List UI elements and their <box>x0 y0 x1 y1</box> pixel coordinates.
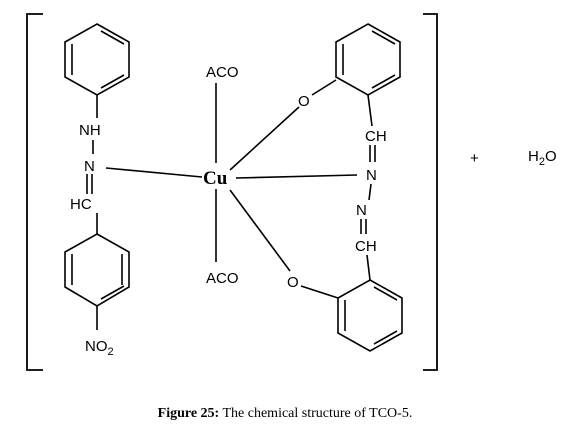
bond-ch-ring-bottom <box>366 254 371 281</box>
nitrophenyl-ring <box>64 233 130 307</box>
bond-cu-o-top <box>229 106 300 171</box>
phenol-ring-top <box>335 23 401 96</box>
copper-atom: Cu <box>203 168 228 189</box>
n-label-left: N <box>84 158 95 175</box>
bond-ring-ch-top <box>367 94 373 127</box>
bond-n-cu <box>105 167 203 178</box>
bond-o-ring-top <box>311 79 337 96</box>
aco-label-top: ACO <box>206 64 239 81</box>
aco-label-bottom: ACO <box>206 270 239 287</box>
phenol-ring-bottom <box>337 279 403 352</box>
nh-label: NH <box>79 122 101 139</box>
figure-caption: Figure 25: The chemical structure of TCO… <box>0 406 570 422</box>
o-label-top: O <box>298 93 310 110</box>
n-label-right-bottom: N <box>356 202 367 219</box>
bond-cu-n-right <box>235 174 358 179</box>
caption-label: Figure 25: <box>157 406 220 421</box>
ch-label-top: CH <box>365 128 387 145</box>
plus-sign: + <box>470 150 479 167</box>
bond-n-n <box>368 183 372 201</box>
phenyl-ring-top <box>64 23 130 96</box>
right-bracket <box>423 13 438 371</box>
bond-o-ring-bottom <box>300 285 339 299</box>
o-label-bottom: O <box>287 274 299 291</box>
n-label-right-top: N <box>366 167 377 184</box>
caption-text: The chemical structure of TCO-5. <box>219 406 413 421</box>
nitro-label: NO2 <box>85 338 114 358</box>
bond-cu-o-bottom <box>229 189 291 272</box>
ch-label-bottom: CH <box>355 238 377 255</box>
water-formula: H2O <box>528 148 557 168</box>
left-bracket <box>26 13 43 371</box>
hc-label: HC <box>70 196 92 213</box>
